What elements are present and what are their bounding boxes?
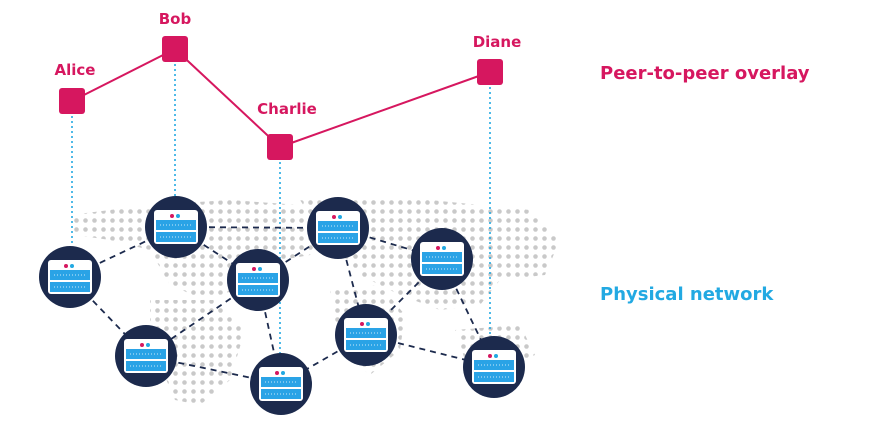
server-nodes xyxy=(39,196,525,415)
server-icon xyxy=(420,242,464,276)
peer-node xyxy=(267,134,293,160)
overlay-link xyxy=(279,71,491,148)
server-node xyxy=(227,249,289,311)
peer-label: Charlie xyxy=(257,100,317,118)
server-node xyxy=(463,336,525,398)
peer-label: Alice xyxy=(55,61,96,79)
physical-label: Physical network xyxy=(600,284,774,305)
server-icon xyxy=(316,211,360,245)
server-node xyxy=(115,325,177,387)
server-icon xyxy=(344,318,388,352)
server-icon xyxy=(472,350,516,384)
server-icon xyxy=(124,339,168,373)
server-node xyxy=(335,304,397,366)
server-icon xyxy=(48,260,92,294)
server-icon xyxy=(154,210,198,244)
physical-link xyxy=(69,226,177,278)
peer-to-server-links xyxy=(71,59,491,353)
server-node xyxy=(307,197,369,259)
peer-node xyxy=(162,36,188,62)
peer-node xyxy=(477,59,503,85)
server-icon xyxy=(236,263,280,297)
peer-node xyxy=(59,88,85,114)
server-node xyxy=(250,353,312,415)
overlay-label: Peer-to-peer overlay xyxy=(600,63,810,84)
server-node xyxy=(145,196,207,258)
server-node xyxy=(411,228,473,290)
server-node xyxy=(39,246,101,308)
server-icon xyxy=(259,367,303,401)
overlay-link xyxy=(71,48,176,102)
overlay-links xyxy=(71,48,491,148)
peer-label: Bob xyxy=(159,10,192,28)
peer-label: Diane xyxy=(473,33,522,51)
overlay-link xyxy=(174,48,281,148)
